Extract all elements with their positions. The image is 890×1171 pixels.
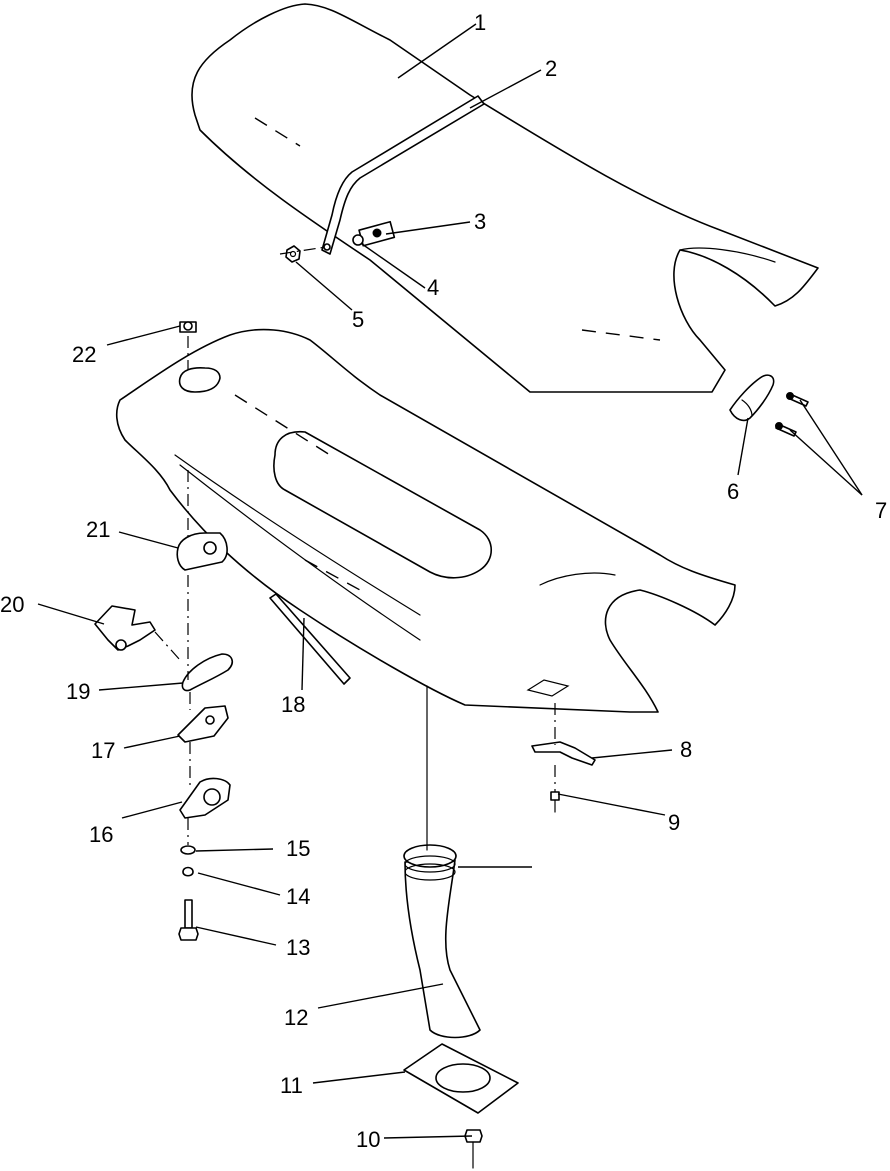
callout-5: 5 (352, 307, 364, 332)
callout-1: 1 (474, 10, 486, 35)
callout-8: 8 (680, 737, 692, 762)
seat-strap-part (321, 95, 485, 255)
callout-labels: 1 2 3 4 5 6 7 8 9 10 11 12 13 14 15 16 1… (0, 10, 887, 1152)
callout-18: 18 (281, 692, 305, 717)
plate-16-part (179, 777, 231, 819)
callout-14: 14 (286, 884, 310, 909)
screw-parts (775, 392, 809, 437)
clip-20-part (94, 605, 156, 651)
callout-13: 13 (286, 935, 310, 960)
rubber-strip-part (269, 593, 351, 685)
callout-3: 3 (474, 209, 486, 234)
callout-6: 6 (727, 479, 739, 504)
seat-base-part (115, 328, 736, 713)
callout-2: 2 (545, 56, 557, 81)
seat-part (191, 3, 819, 393)
callout-19: 19 (66, 679, 90, 704)
seat-hook-part (729, 374, 775, 422)
plate-17-part (177, 705, 229, 743)
small-hardware-parts (178, 845, 199, 941)
callout-20: 20 (0, 592, 24, 617)
assembly-axes (154, 246, 556, 851)
callout-7: 7 (875, 498, 887, 523)
tube-12-part (403, 844, 481, 1039)
leader-lines (37, 23, 863, 1139)
callout-15: 15 (286, 836, 310, 861)
callout-9: 9 (668, 810, 680, 835)
callout-12: 12 (284, 1005, 308, 1030)
callout-17: 17 (91, 738, 115, 763)
callout-16: 16 (89, 822, 113, 847)
strap-fastener-parts (285, 220, 396, 263)
fastener-22-part (179, 321, 197, 333)
callout-10: 10 (356, 1127, 380, 1152)
callout-22: 22 (72, 342, 96, 367)
callout-11: 11 (280, 1073, 303, 1098)
callout-21: 21 (86, 517, 110, 542)
bracket-21-part (176, 532, 228, 571)
clip-19-part (181, 653, 234, 692)
bracket-8-part (531, 741, 596, 813)
callout-4: 4 (427, 275, 439, 300)
gasket-11-part (403, 1043, 519, 1114)
